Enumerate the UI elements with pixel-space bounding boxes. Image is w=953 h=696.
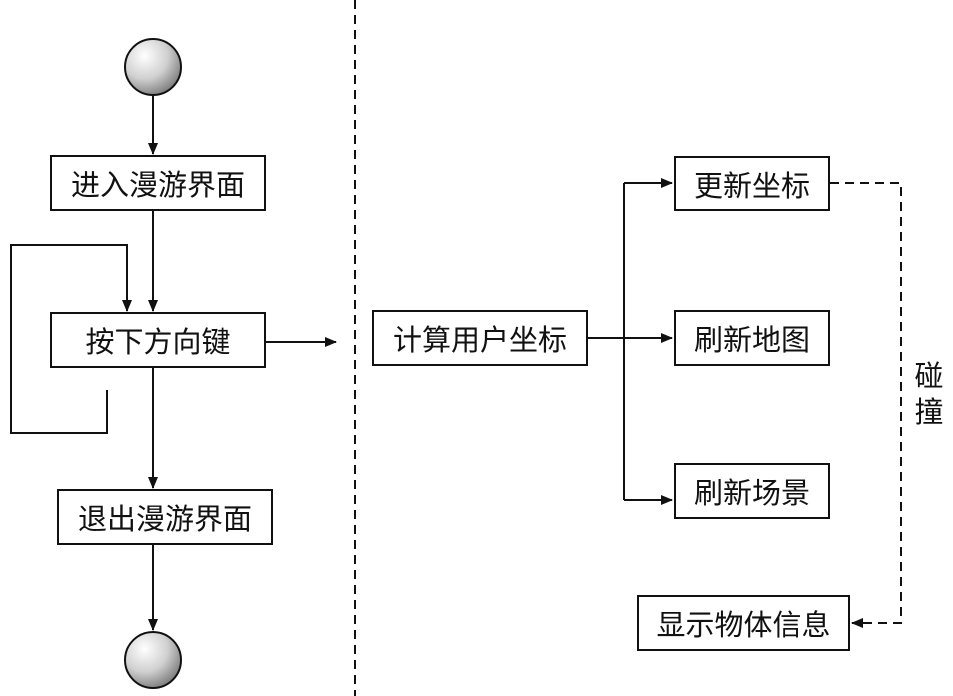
edge-press-loop xyxy=(10,244,132,434)
start-node xyxy=(124,38,182,96)
node-exit-roam: 退出漫游界面 xyxy=(57,489,273,545)
collision-label: 碰 撞 xyxy=(911,358,947,430)
node-show-object-info: 显示物体信息 xyxy=(637,595,850,651)
node-calc-user-coords: 计算用户坐标 xyxy=(372,310,588,366)
node-press-arrow-key: 按下方向键 xyxy=(50,312,266,368)
node-refresh-map: 刷新地图 xyxy=(674,310,830,366)
collision-label-char-2: 撞 xyxy=(914,395,944,429)
edge-collision-dashed xyxy=(830,182,902,628)
node-enter-roam: 进入漫游界面 xyxy=(50,155,266,211)
end-node xyxy=(124,631,182,689)
node-update-coords: 更新坐标 xyxy=(674,156,830,211)
node-refresh-scene: 刷新场景 xyxy=(674,463,830,519)
collision-label-char-1: 碰 xyxy=(914,359,944,393)
